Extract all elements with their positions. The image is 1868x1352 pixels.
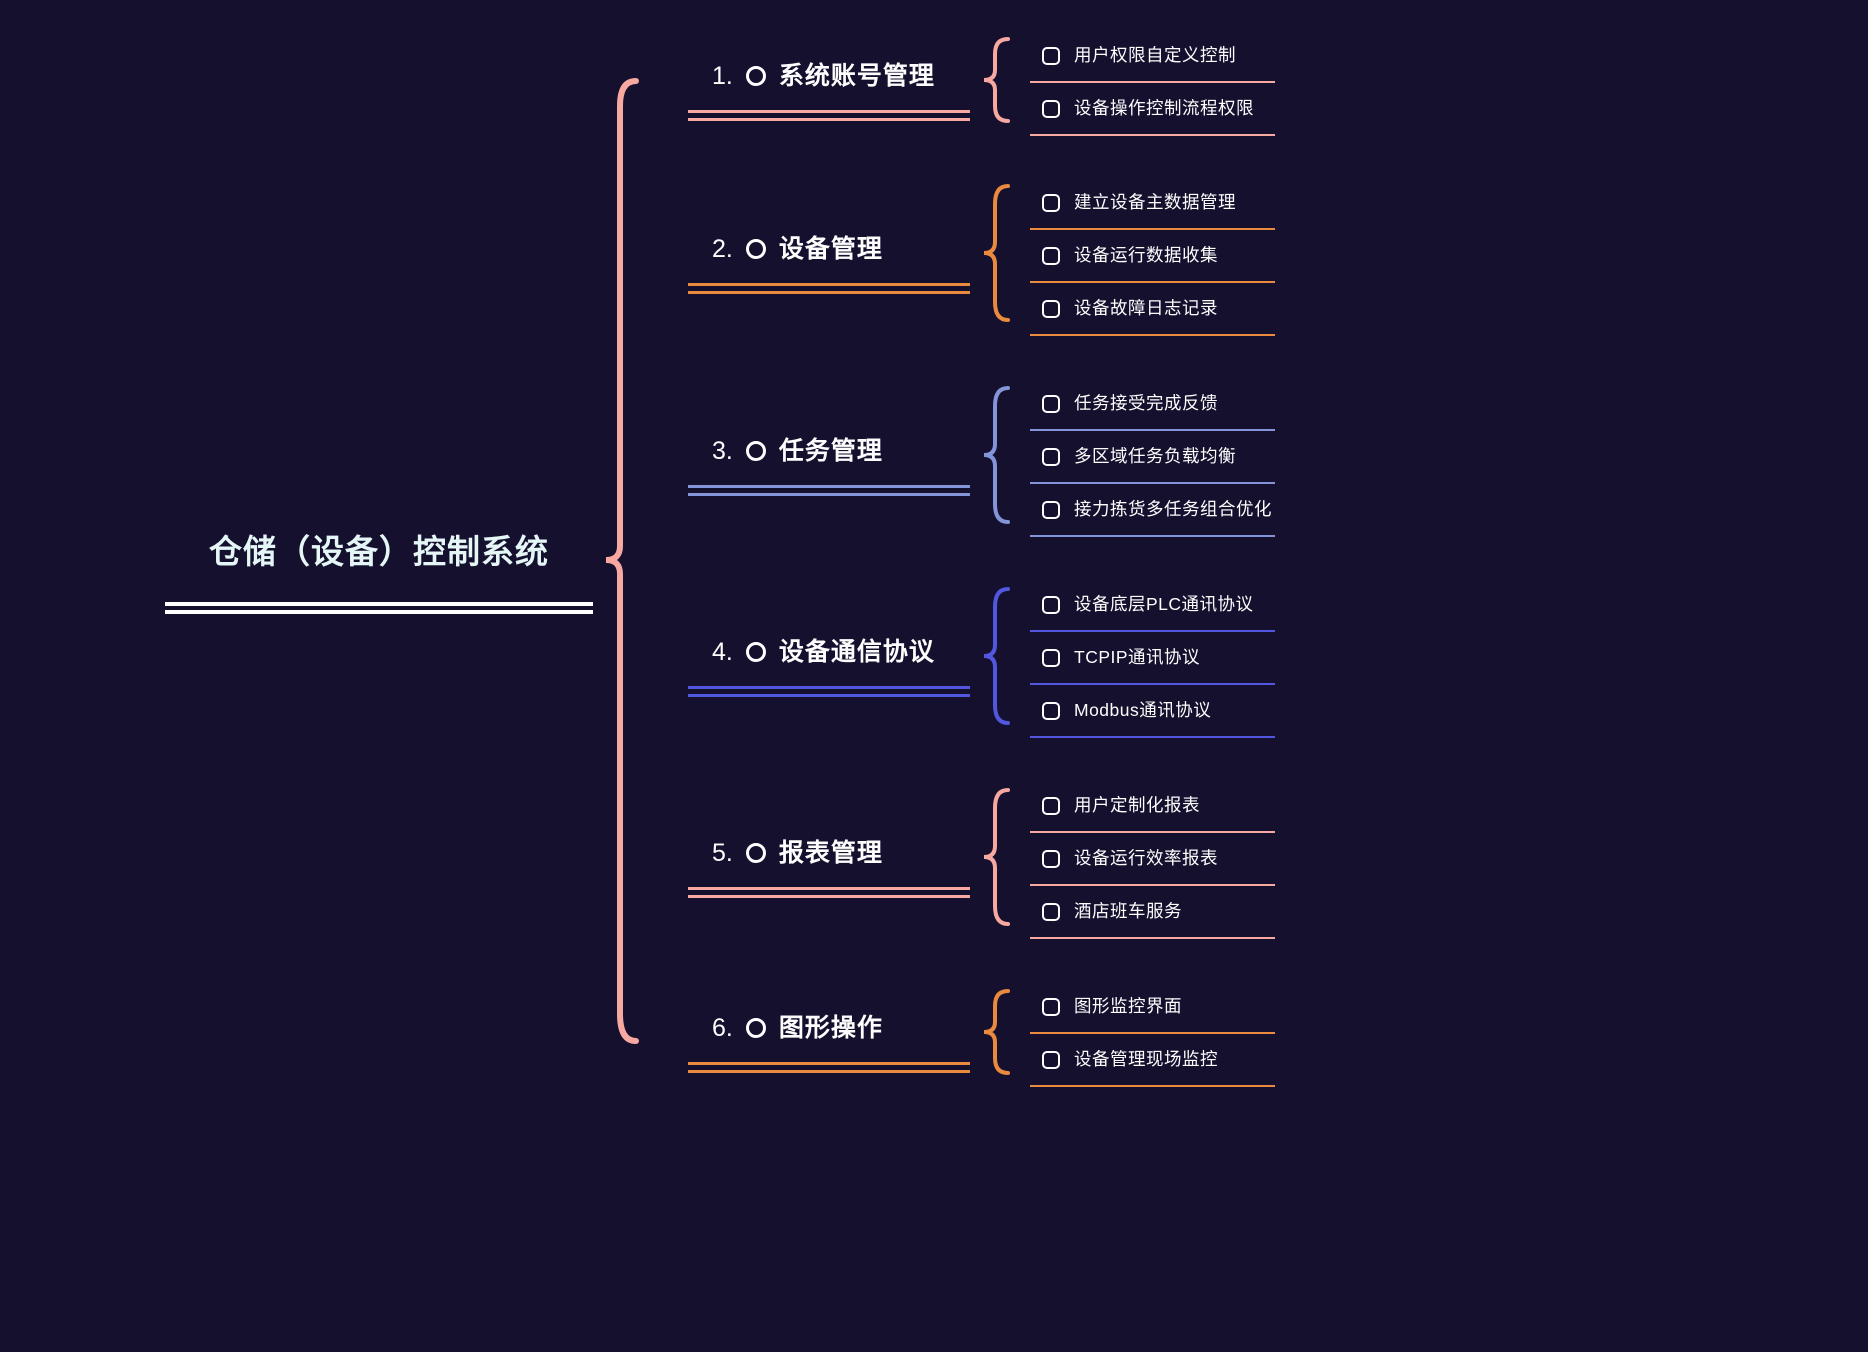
branch-underline (688, 110, 970, 121)
checkbox-icon[interactable] (1042, 300, 1060, 318)
branch-underline (688, 283, 970, 294)
child-node[interactable]: 图形监控界面 (1030, 982, 1275, 1034)
checkbox-icon[interactable] (1042, 649, 1060, 667)
child-label: 建立设备主数据管理 (1074, 192, 1236, 213)
branch-node-task[interactable]: 3. 任务管理 (688, 428, 970, 496)
branch-node-account[interactable]: 1. 系统账号管理 (688, 53, 970, 121)
branch-label: 设备通信协议 (778, 637, 935, 666)
root-brace-icon (604, 78, 640, 1044)
child-node[interactable]: 酒店班车服务 (1030, 887, 1275, 939)
child-label: Modbus通讯协议 (1074, 700, 1212, 721)
branch-brace-icon (982, 386, 1012, 524)
child-label: 接力拣货多任务组合优化 (1074, 499, 1272, 520)
child-node[interactable]: TCPIP通讯协议 (1030, 633, 1275, 685)
child-label: 用户定制化报表 (1074, 795, 1200, 816)
branch-label: 任务管理 (778, 436, 883, 465)
child-node[interactable]: 用户权限自定义控制 (1030, 31, 1275, 83)
circle-icon[interactable] (745, 441, 766, 461)
branch-underline (688, 686, 970, 697)
branch-brace-icon (982, 37, 1012, 123)
child-node[interactable]: 多区域任务负载均衡 (1030, 432, 1275, 484)
child-node[interactable]: 用户定制化报表 (1030, 781, 1275, 833)
branch-node-graphic[interactable]: 6. 图形操作 (688, 1005, 970, 1073)
checkbox-icon[interactable] (1042, 395, 1060, 413)
branch-label: 图形操作 (778, 1013, 883, 1042)
circle-icon[interactable] (745, 843, 766, 863)
checkbox-icon[interactable] (1042, 702, 1060, 720)
child-node[interactable]: 设备管理现场监控 (1030, 1035, 1275, 1087)
child-node[interactable]: 设备操作控制流程权限 (1030, 84, 1275, 136)
branch-label: 报表管理 (778, 838, 883, 867)
branch-brace-icon (982, 184, 1012, 322)
child-label: 设备操作控制流程权限 (1074, 98, 1254, 119)
child-label: 酒店班车服务 (1074, 901, 1182, 922)
child-node[interactable]: 建立设备主数据管理 (1030, 178, 1275, 230)
checkbox-icon[interactable] (1042, 501, 1060, 519)
child-label: 设备故障日志记录 (1074, 298, 1218, 319)
branch-node-report[interactable]: 5. 报表管理 (688, 830, 970, 898)
branch-underline (688, 1062, 970, 1073)
child-label: 用户权限自定义控制 (1074, 45, 1236, 66)
branch-node-protocol[interactable]: 4. 设备通信协议 (688, 629, 970, 697)
checkbox-icon[interactable] (1042, 247, 1060, 265)
branch-number: 6. (712, 1013, 733, 1042)
child-label: 任务接受完成反馈 (1074, 393, 1218, 414)
checkbox-icon[interactable] (1042, 903, 1060, 921)
checkbox-icon[interactable] (1042, 47, 1060, 65)
circle-icon[interactable] (745, 66, 766, 86)
circle-icon[interactable] (745, 1018, 766, 1038)
branch-brace-icon (982, 587, 1012, 725)
child-node[interactable]: 设备故障日志记录 (1030, 284, 1275, 336)
child-label: 设备管理现场监控 (1074, 1049, 1218, 1070)
child-node[interactable]: 接力拣货多任务组合优化 (1030, 485, 1275, 537)
child-label: 设备底层PLC通讯协议 (1074, 594, 1254, 615)
child-node[interactable]: 设备底层PLC通讯协议 (1030, 580, 1275, 632)
branch-number: 5. (712, 838, 733, 867)
child-label: 设备运行数据收集 (1074, 245, 1218, 266)
branch-number: 4. (712, 637, 733, 666)
branch-underline (688, 887, 970, 898)
branch-number: 3. (712, 436, 733, 465)
root-underline (165, 602, 593, 614)
checkbox-icon[interactable] (1042, 448, 1060, 466)
checkbox-icon[interactable] (1042, 596, 1060, 614)
checkbox-icon[interactable] (1042, 1051, 1060, 1069)
child-label: 图形监控界面 (1074, 996, 1182, 1017)
circle-icon[interactable] (745, 239, 766, 259)
child-node[interactable]: 设备运行效率报表 (1030, 834, 1275, 886)
checkbox-icon[interactable] (1042, 100, 1060, 118)
child-node[interactable]: 任务接受完成反馈 (1030, 379, 1275, 431)
root-node[interactable]: 仓储（设备）控制系统 (165, 522, 593, 614)
branch-underline (688, 485, 970, 496)
checkbox-icon[interactable] (1042, 194, 1060, 212)
root-title: 仓储（设备）控制系统 (209, 533, 549, 570)
branch-brace-icon (982, 788, 1012, 926)
child-node[interactable]: Modbus通讯协议 (1030, 686, 1275, 738)
branch-number: 1. (712, 61, 733, 90)
branch-label: 系统账号管理 (778, 61, 935, 90)
child-label: TCPIP通讯协议 (1074, 647, 1201, 668)
circle-icon[interactable] (745, 642, 766, 662)
branch-label: 设备管理 (778, 234, 883, 263)
branch-node-equipment[interactable]: 2. 设备管理 (688, 226, 970, 294)
checkbox-icon[interactable] (1042, 797, 1060, 815)
checkbox-icon[interactable] (1042, 850, 1060, 868)
branch-brace-icon (982, 989, 1012, 1075)
checkbox-icon[interactable] (1042, 998, 1060, 1016)
branch-number: 2. (712, 234, 733, 263)
child-label: 设备运行效率报表 (1074, 848, 1218, 869)
child-node[interactable]: 设备运行数据收集 (1030, 231, 1275, 283)
child-label: 多区域任务负载均衡 (1074, 446, 1236, 467)
